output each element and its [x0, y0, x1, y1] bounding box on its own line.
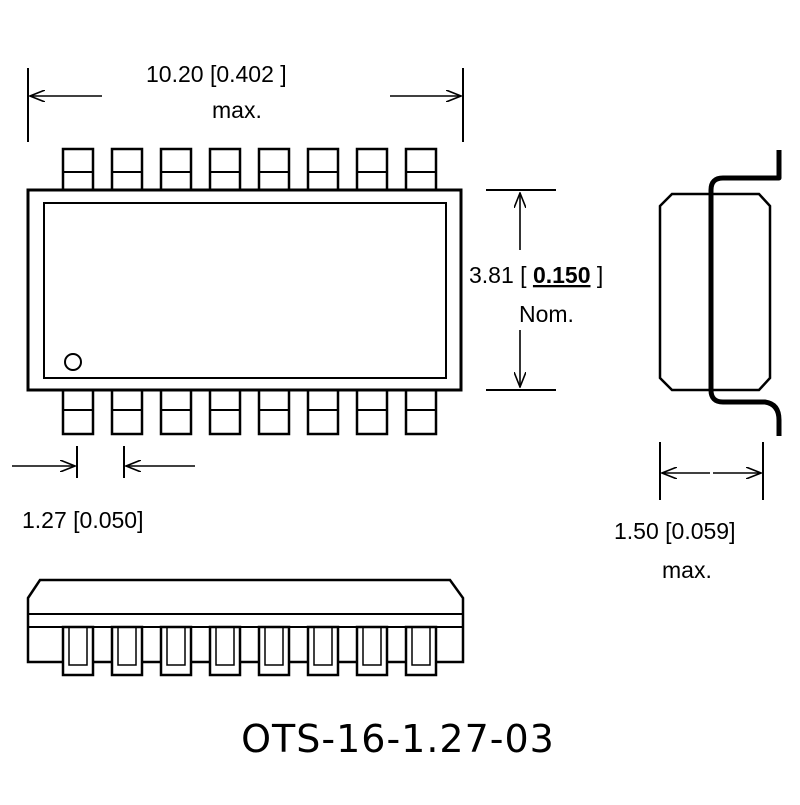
package-code-label: OTS-16-1.27-03: [241, 717, 555, 761]
pin-lead: [208, 147, 242, 192]
height-qualifier-label: max.: [662, 557, 712, 583]
pin-lead: [110, 147, 144, 192]
pin-lead: [404, 388, 438, 436]
front-pin-lead: [306, 625, 340, 677]
length-dimension: 10.20 [0.402 ] max.: [27, 61, 464, 142]
width-qualifier-label: Nom.: [519, 301, 574, 327]
side-body-outline: [658, 192, 772, 392]
front-pin-row: [61, 625, 438, 677]
pin-lead: [110, 388, 144, 436]
pin-lead: [61, 388, 95, 436]
pin1-marker-icon: [64, 353, 82, 371]
front-pin-lead: [404, 625, 438, 677]
pin-lead: [404, 147, 438, 192]
width-value-suffix: ]: [591, 262, 604, 288]
pin-lead: [159, 147, 193, 192]
front-pin-lead: [61, 625, 95, 677]
length-value-label: 10.20 [0.402 ]: [146, 61, 287, 87]
front-view: [26, 578, 465, 677]
front-pin-lead: [159, 625, 193, 677]
package-body-inner-outline: [43, 202, 447, 379]
width-value-label: 3.81 [ 0.150 ]: [469, 262, 603, 288]
top-pin-row: [61, 147, 438, 192]
bottom-pin-row: [61, 388, 438, 436]
height-value-label: 1.50 [0.059]: [614, 518, 736, 544]
side-view: [658, 150, 782, 436]
pin-lead: [355, 388, 389, 436]
package-body-outline: [26, 188, 463, 392]
pin-lead: [159, 388, 193, 436]
front-pin-lead: [110, 625, 144, 677]
pitch-dimension: 1.27 [0.050]: [12, 446, 195, 533]
height-dimension: 1.50 [0.059] max.: [614, 442, 764, 583]
width-value-prefix: 3.81 [: [469, 262, 533, 288]
pin-lead: [306, 388, 340, 436]
width-dimension: 3.81 [ 0.150 ] Nom.: [469, 189, 603, 391]
pin-lead: [306, 147, 340, 192]
top-view: [26, 147, 463, 436]
width-value-emphasis: 0.150: [533, 262, 591, 288]
pin-lead: [61, 147, 95, 192]
pin-lead: [257, 147, 291, 192]
front-pin-lead: [257, 625, 291, 677]
front-pin-lead: [355, 625, 389, 677]
pin-lead: [208, 388, 242, 436]
side-lead-outline: [708, 150, 782, 436]
length-qualifier-label: max.: [212, 97, 262, 123]
pitch-value-label: 1.27 [0.050]: [22, 507, 144, 533]
front-pin-lead: [208, 625, 242, 677]
pin-lead: [257, 388, 291, 436]
pin-lead: [355, 147, 389, 192]
front-body-outline: [26, 578, 465, 664]
